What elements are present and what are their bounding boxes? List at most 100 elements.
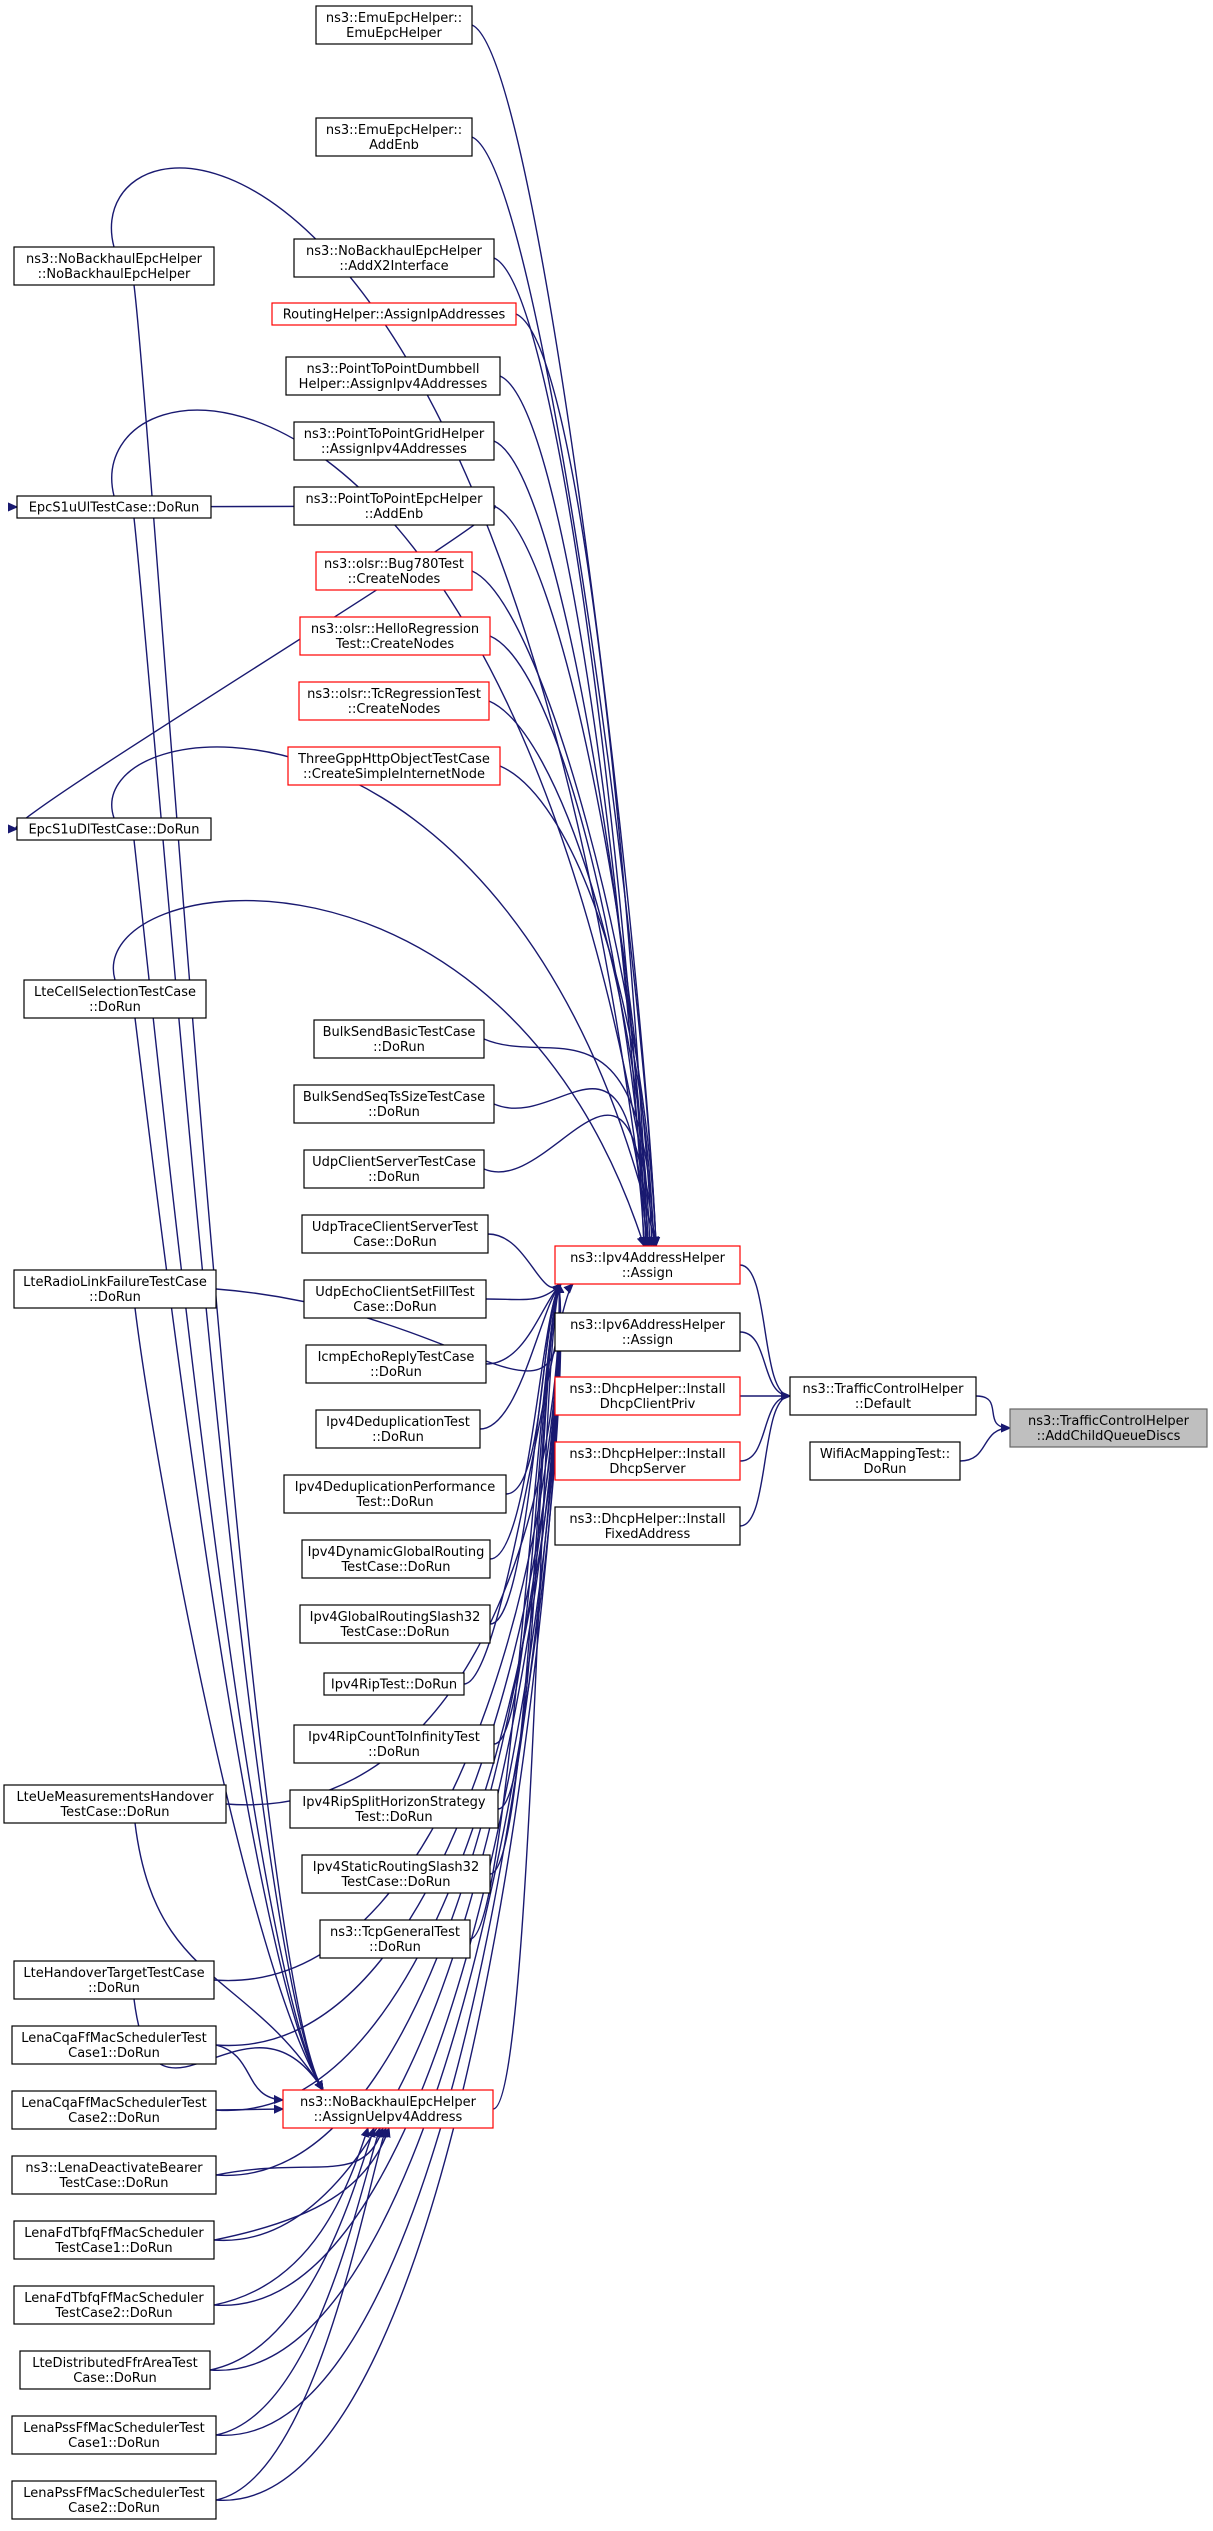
edge-ipv6assign-to-tch_default bbox=[739, 1331, 790, 1396]
node-box bbox=[554, 1506, 741, 1546]
node-olsr-helloregressiontest-createnodes[interactable]: ns3::olsr::HelloRegressionTest::CreateNo… bbox=[299, 616, 491, 656]
node-ipv6addresshelper-assign[interactable]: ns3::Ipv6AddressHelper::Assign bbox=[554, 1312, 741, 1352]
node-lteradiolinkfailuretestcase-dorun[interactable]: LteRadioLinkFailureTestCase::DoRun bbox=[13, 1269, 217, 1309]
node-olsr-bug780test-createnodes[interactable]: ns3::olsr::Bug780Test::CreateNodes bbox=[315, 551, 473, 591]
node-emuepchelper-addenb[interactable]: ns3::EmuEpcHelper::AddEnb bbox=[315, 117, 473, 157]
node-label-line: DhcpClientPriv bbox=[600, 1397, 696, 1412]
node-bulksendbasictestcase-dorun[interactable]: BulkSendBasicTestCase::DoRun bbox=[313, 1019, 485, 1059]
node-label-line: Test::CreateNodes bbox=[335, 637, 454, 652]
node-box bbox=[319, 1919, 471, 1959]
node-label-line: UdpClientServerTestCase bbox=[312, 1155, 476, 1170]
edge-lte_cellsel-to-ipv4assign bbox=[112, 899, 644, 1246]
node-label-line: TestCase::DoRun bbox=[340, 1560, 450, 1575]
edge-epc_ul-to-nobh_assignue bbox=[133, 517, 323, 2090]
node-threegpphttpobjecttestcase-createsimpleinternetnode[interactable]: ThreeGppHttpObjectTestCase::CreateSimple… bbox=[287, 746, 501, 786]
node-box bbox=[301, 1539, 491, 1579]
edge-dhcp_server-to-tch_default bbox=[739, 1396, 790, 1462]
node-wifiacmappingtest-dorun[interactable]: WifiAcMappingTest::DoRun bbox=[809, 1441, 961, 1481]
node-label-line: ns3::LenaDeactivateBearer bbox=[25, 2161, 203, 2176]
node-nobackhaulepchelper-addx2interface[interactable]: ns3::NoBackhaulEpcHelper::AddX2Interface bbox=[293, 238, 495, 278]
node-label-line: ns3::olsr::HelloRegression bbox=[311, 622, 479, 637]
edge-nobh_ctor-to-nobh_assignue bbox=[133, 284, 323, 2090]
node-epcs1udltestcase-dorun[interactable]: EpcS1uDlTestCase::DoRun bbox=[16, 817, 212, 841]
node-label-line: ns3::NoBackhaulEpcHelper bbox=[300, 2095, 477, 2110]
node-box bbox=[293, 486, 495, 526]
node-ipv4addresshelper-assign[interactable]: ns3::Ipv4AddressHelper::Assign bbox=[554, 1245, 741, 1285]
node-pointtopointepchelper-addenb[interactable]: ns3::PointToPointEpcHelper::AddEnb bbox=[293, 486, 495, 526]
node-label-line: ::DoRun bbox=[88, 1981, 140, 1996]
edge-ipv4assign-to-tch_default bbox=[739, 1264, 790, 1396]
node-label-line: ::NoBackhaulEpcHelper bbox=[38, 267, 191, 282]
edge-lte_dffr-to-nobh_assignue bbox=[209, 2128, 374, 2371]
node-ltehandovertargettestcase-dorun[interactable]: LteHandoverTargetTestCase::DoRun bbox=[13, 1960, 215, 2000]
node-emuepchelper-ctor[interactable]: ns3::EmuEpcHelper::EmuEpcHelper bbox=[315, 5, 473, 45]
node-addchildqueuediscs[interactable]: ns3::TrafficControlHelper::AddChildQueue… bbox=[1009, 1408, 1208, 1448]
node-tcpgeneraltest-dorun[interactable]: ns3::TcpGeneralTest::DoRun bbox=[319, 1919, 471, 1959]
node-udpclientservertestcase-dorun[interactable]: UdpClientServerTestCase::DoRun bbox=[303, 1149, 485, 1189]
node-trafficcontrolhelper-default[interactable]: ns3::TrafficControlHelper::Default bbox=[789, 1376, 977, 1416]
node-olsr-tcregressiontest-createnodes[interactable]: ns3::olsr::TcRegressionTest::CreateNodes bbox=[298, 681, 490, 721]
node-box bbox=[16, 817, 212, 841]
edge-threegpp-to-ipv4assign bbox=[499, 765, 654, 1246]
edge-lena_pss2-to-nobh_assignue bbox=[215, 2128, 386, 2501]
node-epcs1uultestcase-dorun[interactable]: EpcS1uUlTestCase::DoRun bbox=[16, 495, 212, 519]
node-box bbox=[809, 1441, 961, 1481]
node-nobackhaulepchelper-assignueipv4address[interactable]: ns3::NoBackhaulEpcHelper::AssignUeIpv4Ad… bbox=[282, 2089, 494, 2129]
node-ipv4ripcounttoinfinitytest-dorun[interactable]: Ipv4RipCountToInfinityTest::DoRun bbox=[293, 1724, 495, 1764]
node-label-line: ::AddX2Interface bbox=[339, 259, 448, 274]
node-ipv4deduplicationtest-dorun[interactable]: Ipv4DeduplicationTest::DoRun bbox=[315, 1409, 481, 1449]
node-label-line: BulkSendBasicTestCase bbox=[323, 1025, 476, 1040]
node-label-line: ::CreateSimpleInternetNode bbox=[303, 767, 485, 782]
node-label-line: ns3::PointToPointDumbbell bbox=[307, 362, 480, 377]
edge-nobh_ctor-to-ipv4assign bbox=[110, 167, 648, 1246]
node-box bbox=[293, 1724, 495, 1764]
node-nobackhaulepchelper-ctor[interactable]: ns3::NoBackhaulEpcHelper::NoBackhaulEpcH… bbox=[13, 246, 215, 286]
node-label-line: EpcS1uUlTestCase::DoRun bbox=[29, 501, 200, 516]
node-label-line: Case1::DoRun bbox=[68, 2436, 160, 2451]
node-label-line: ::DoRun bbox=[89, 1000, 141, 1015]
node-box bbox=[301, 1214, 489, 1254]
node-label-line: LenaCqaFfMacSchedulerTest bbox=[21, 2031, 207, 2046]
node-ipv4riptest-dorun[interactable]: Ipv4RipTest::DoRun bbox=[323, 1672, 465, 1696]
node-label-line: ns3::DhcpHelper::Install bbox=[569, 1382, 725, 1397]
node-label-line: LteDistributedFfrAreaTest bbox=[32, 2356, 198, 2371]
node-ltecellselectiontestcase-dorun[interactable]: LteCellSelectionTestCase::DoRun bbox=[23, 979, 207, 1019]
node-icmpechoreplytestcase-dorun[interactable]: IcmpEchoReplyTestCase::DoRun bbox=[305, 1344, 487, 1384]
node-box bbox=[13, 246, 215, 286]
node-routinghelper-assignipaddresses[interactable]: RoutingHelper::AssignIpAddresses bbox=[271, 302, 517, 326]
node-label-line: ns3::olsr::TcRegressionTest bbox=[307, 687, 481, 702]
node-label-line: ::AssignUeIpv4Address bbox=[314, 2110, 463, 2125]
edge-lena_deact-to-nobh_assignue bbox=[215, 2128, 383, 2176]
node-label-line: Ipv4DeduplicationPerformance bbox=[295, 1480, 495, 1495]
node-label-line: LenaPssFfMacSchedulerTest bbox=[23, 2486, 204, 2501]
node-box bbox=[282, 2089, 494, 2129]
node-label-line: Ipv4RipSplitHorizonStrategy bbox=[302, 1795, 485, 1810]
node-box bbox=[13, 2285, 215, 2325]
node-box bbox=[303, 1279, 487, 1319]
node-pointtopointdumbbellhelper-assignipv4addresses[interactable]: ns3::PointToPointDumbbellHelper::AssignI… bbox=[285, 356, 501, 396]
node-bulksendseqtssizetestcase-dorun[interactable]: BulkSendSeqTsSizeTestCase::DoRun bbox=[293, 1084, 495, 1124]
node-pointtopointgridhelper-assignipv4addresses[interactable]: ns3::PointToPointGridHelper::AssignIpv4A… bbox=[293, 421, 495, 461]
node-label-line: Case::DoRun bbox=[353, 1300, 436, 1315]
node-label-line: ns3::DhcpHelper::Install bbox=[569, 1447, 725, 1462]
